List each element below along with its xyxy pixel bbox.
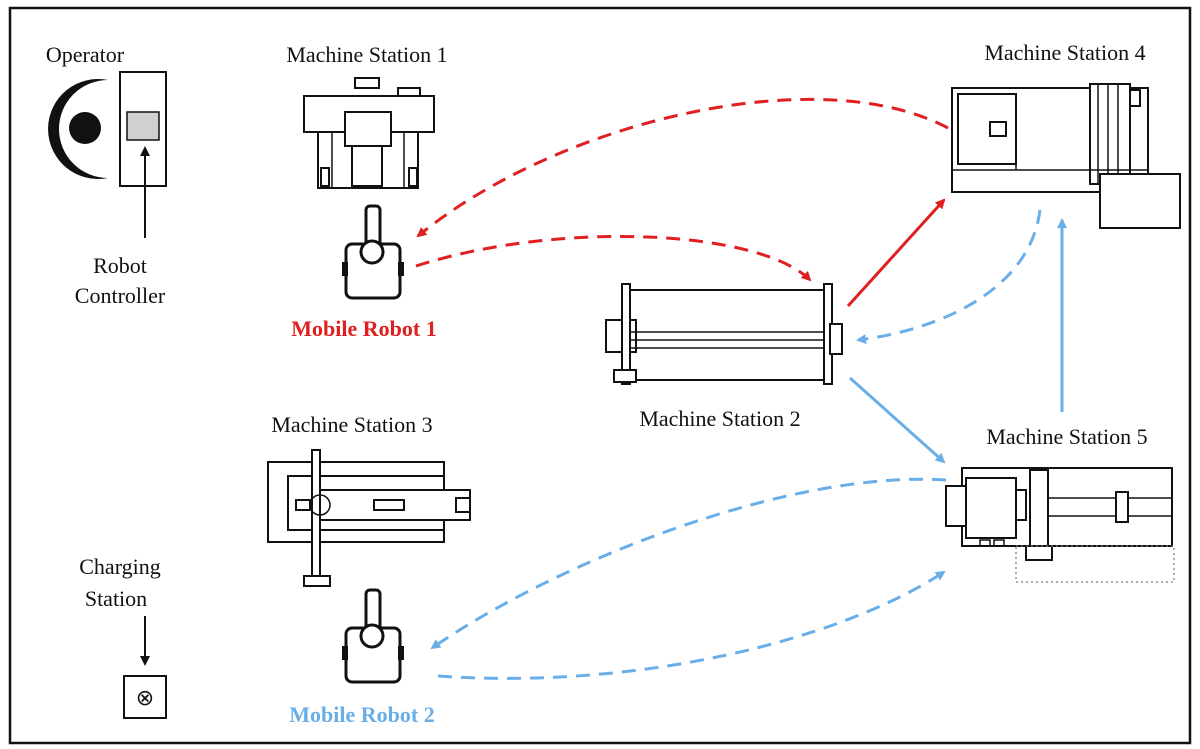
charging-station-label-2: Station [85, 586, 147, 611]
blue-path-ms2-to-ms5 [849, 376, 946, 464]
mobile-robot-2-label: Mobile Robot 2 [289, 702, 434, 727]
machine-station-3-label: Machine Station 3 [271, 412, 432, 437]
machine-station-5-label: Machine Station 5 [986, 424, 1147, 449]
charging-station-icon[interactable]: ⊗ [123, 675, 167, 719]
diagram-frame [8, 6, 1192, 745]
robot-controller-label-2: Controller [75, 283, 166, 308]
machine-station-4-icon[interactable] [951, 83, 1181, 229]
mobile-robot-2-icon[interactable] [342, 588, 404, 684]
mobile-robot-1-icon[interactable] [342, 204, 404, 300]
robot-controller-label-1: Robot [93, 253, 147, 278]
blue-path-ms5-to-robot2 [430, 477, 947, 650]
red-path-robot1-to-ms2 [415, 234, 812, 282]
machine-station-5-icon[interactable] [945, 467, 1175, 583]
charging-symbol: ⊗ [136, 686, 154, 711]
blue-path-robot2-to-ms5 [437, 570, 946, 680]
machine-station-4-label: Machine Station 4 [984, 40, 1145, 65]
machine-station-1-label: Machine Station 1 [286, 42, 447, 67]
machine-station-2-label: Machine Station 2 [639, 406, 800, 431]
machine-station-2-icon[interactable] [605, 283, 843, 385]
charging-station-label-1: Charging [79, 554, 160, 579]
robot-controller-icon[interactable] [119, 71, 167, 187]
mobile-robot-1-label: Mobile Robot 1 [291, 316, 436, 341]
machine-station-1-icon[interactable] [303, 77, 435, 189]
operator-label: Operator [46, 42, 125, 67]
blue-path-ms4-to-ms2 [856, 209, 1042, 344]
red-path-ms2-to-ms4 [846, 198, 946, 308]
operator-icon [48, 79, 108, 179]
red-path-ms4-to-robot1 [416, 97, 949, 238]
machine-station-3-icon[interactable] [267, 449, 471, 587]
